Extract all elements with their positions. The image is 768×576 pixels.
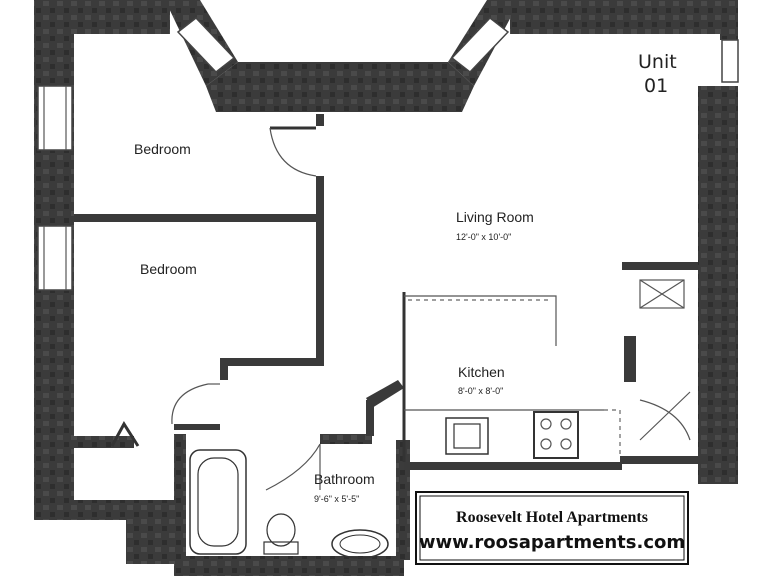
kitchen-label: Kitchen — [458, 364, 505, 380]
brand-url[interactable]: www.roosapartments.com — [419, 532, 685, 553]
bedroom-bottom-label: Bedroom — [140, 261, 197, 277]
bathroom-label: Bathroom — [314, 471, 375, 487]
unit-label-line1: Unit — [638, 51, 677, 73]
unit-label-line2: 01 — [644, 75, 668, 97]
windows — [37, 16, 739, 291]
living-room-dimensions: 12'-0" x 10'-0" — [456, 232, 511, 242]
bathroom-dimensions: 9'-6" x 5'-5" — [314, 494, 359, 504]
bathroom-fixtures — [189, 443, 389, 559]
brand-name: Roosevelt Hotel Apartments — [456, 509, 648, 526]
bedroom-top-label: Bedroom — [134, 141, 191, 157]
kitchen-dimensions: 8'-0" x 8'-0" — [458, 386, 503, 396]
room-labels: Unit 01 Bedroom Bedroom Living Room 12'-… — [134, 51, 677, 504]
kitchen-layout — [402, 279, 685, 462]
interior-walls — [74, 114, 708, 576]
living-room-label: Living Room — [456, 209, 534, 225]
branding-box: Roosevelt Hotel Apartments www.roosapart… — [415, 491, 689, 565]
exterior-walls — [34, 0, 738, 520]
doors — [110, 126, 691, 447]
